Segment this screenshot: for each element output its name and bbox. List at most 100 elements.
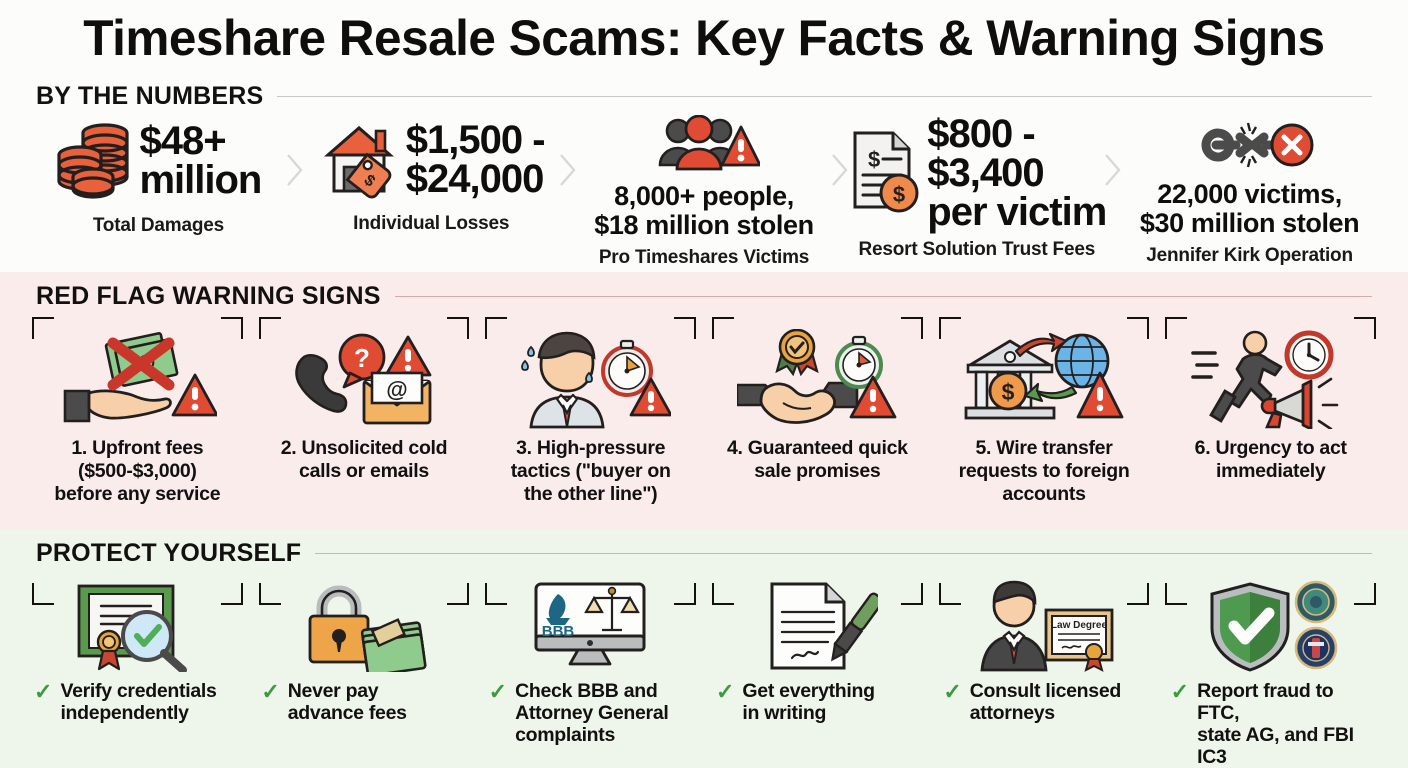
red-flag-heading: RED FLAG WARNING SIGNS	[0, 282, 1408, 311]
check-icon: ✓	[261, 678, 280, 704]
stat-total-damages: $48+ million Total Damages	[22, 115, 303, 237]
protect-tip-text: Report fraud to FTC, state AG, and FBI I…	[1197, 679, 1354, 768]
bracket-top-right	[1354, 317, 1377, 340]
stat-caption: Resort Solution Trust Fees	[858, 239, 1096, 261]
protect-tip-6: ✓ Report fraud to FTC, state AG, and FBI…	[1159, 576, 1386, 768]
protect-tips-row: ✓ Verify credentials independently	[0, 568, 1408, 768]
hand-cash-crossed-icon	[57, 327, 218, 431]
by-the-numbers-label: BY THE NUMBERS	[36, 81, 264, 110]
protect-tip-text: Never pay advance fees	[287, 679, 407, 724]
invoice-dollar-icon: $ $	[847, 127, 921, 220]
red-flag-item-2: ? @ 2. Unsolicited cold calls or emails	[251, 317, 478, 606]
house-price-tag-icon: $	[318, 115, 400, 206]
bracket-top-right	[1127, 317, 1150, 340]
red-flag-item-3: 3. High-pressure tactics ("buyer on the …	[477, 317, 704, 606]
check-icon: ✓	[715, 678, 735, 704]
phone-email-question-icon: ? @	[284, 327, 444, 431]
stats-row: $48+ million Total Damages	[0, 111, 1408, 271]
bracket-top-left	[938, 317, 961, 340]
protect-tip-text: Check BBB and Attorney General complaint…	[515, 679, 669, 746]
bracket-top-right	[900, 317, 923, 340]
bracket-top-right	[674, 317, 697, 340]
bracket-bottom-left	[32, 583, 54, 606]
stressed-salesman-timer-icon	[511, 327, 671, 431]
protect-tip-5: Law Degree ✓ Consult licensed attorneys	[931, 576, 1158, 768]
bracket-bottom-left	[938, 583, 961, 606]
bracket-top-left	[712, 317, 735, 340]
protect-tip-1: ✓ Verify credentials independently	[22, 576, 249, 768]
by-the-numbers-section: BY THE NUMBERS	[0, 75, 1408, 273]
svg-text:Law Degree: Law Degree	[1051, 620, 1108, 631]
shield-check-seals-icon	[1202, 576, 1342, 676]
svg-text:$: $	[893, 182, 905, 207]
heading-rule	[277, 95, 1372, 97]
stat-individual-losses: $ $1,500 - $24,000 Individual Losses	[295, 115, 576, 235]
certificate-magnifier-icon	[71, 576, 201, 676]
heading-rule	[315, 552, 1372, 554]
stat-caption: Total Damages	[92, 214, 224, 236]
svg-text:@: @	[386, 377, 407, 402]
protect-tip-text: Get everything in writing	[742, 679, 875, 724]
title-bar: Timeshare Resale Scams: Key Facts & Warn…	[0, 0, 1408, 76]
monitor-bbb-scales-icon: BBB	[524, 576, 656, 676]
red-flag-text: 4. Guaranteed quick sale promises	[727, 437, 908, 483]
protect-tip-2: ✓ Never pay advance fees	[249, 576, 476, 768]
stat-value: $1,500 - $24,000	[405, 118, 546, 202]
svg-text:BBB: BBB	[542, 623, 575, 640]
protect-tip-3: BBB ✓ Check BBB and Attorney General	[477, 576, 704, 768]
red-flag-item-6: 6. Urgency to act immediately	[1157, 317, 1384, 606]
bracket-bottom-left	[485, 583, 508, 606]
bracket-bottom-right	[447, 583, 470, 606]
red-flag-text: 1. Upfront fees ($500-$3,000) before any…	[54, 437, 221, 505]
check-icon: ✓	[34, 678, 53, 704]
bracket-bottom-left	[712, 583, 735, 606]
stat-jennifer-kirk-operation: 22,000 victims, $30 million stolen Jenni…	[1113, 115, 1386, 267]
stat-pro-timeshares: 8,000+ people, $18 million stolen Pro Ti…	[568, 114, 848, 269]
protect-yourself-section: PROTECT YOURSELF	[0, 528, 1408, 768]
stat-value: 8,000+ people, $18 million stolen	[594, 180, 814, 240]
bracket-top-right	[447, 317, 470, 340]
document-pen-signature-icon	[758, 576, 878, 676]
stat-caption: Jennifer Kirk Operation	[1146, 245, 1353, 267]
bracket-bottom-left	[1165, 583, 1188, 606]
bracket-bottom-right	[220, 583, 243, 606]
broken-chain-x-icon	[1186, 115, 1314, 180]
bracket-top-left	[485, 317, 508, 340]
stat-resort-solution-trust-fees: $ $ $800 - $3,400 per victim	[840, 111, 1121, 262]
svg-text:$: $	[1002, 379, 1015, 405]
svg-text:?: ?	[354, 343, 370, 373]
bracket-bottom-right	[1127, 583, 1150, 606]
running-man-clock-megaphone-icon	[1190, 327, 1351, 431]
stat-value: 22,000 victims, $30 million stolen	[1139, 178, 1360, 238]
svg-text:$: $	[868, 147, 880, 172]
red-flag-text: 6. Urgency to act immediately	[1194, 437, 1347, 483]
bracket-bottom-right	[674, 583, 697, 606]
bank-globe-transfer-icon: $	[964, 327, 1124, 431]
red-flag-warning-signs-section: RED FLAG WARNING SIGNS	[0, 272, 1408, 606]
chevron-right-icon	[831, 153, 849, 187]
heading-rule	[394, 296, 1372, 298]
red-flag-text: 5. Wire transfer requests to foreign acc…	[958, 437, 1130, 505]
stat-caption: Individual Losses	[353, 212, 510, 234]
protect-yourself-heading: PROTECT YOURSELF	[0, 539, 1408, 568]
bracket-bottom-right	[1354, 583, 1377, 606]
chevron-right-icon	[286, 153, 304, 187]
protect-yourself-label: PROTECT YOURSELF	[36, 538, 302, 567]
red-flag-item-1: 1. Upfront fees ($500-$3,000) before any…	[24, 317, 251, 606]
by-the-numbers-heading: BY THE NUMBERS	[0, 82, 1408, 111]
protect-tip-text: Verify credentials independently	[60, 679, 217, 724]
red-flag-text: 2. Unsolicited cold calls or emails	[280, 437, 448, 483]
red-flag-item-5: $ 5. Wir	[931, 317, 1158, 606]
lawyer-law-degree-icon: Law Degree	[974, 576, 1116, 676]
padlock-cash-icon	[298, 576, 428, 676]
red-flags-row: 1. Upfront fees ($500-$3,000) before any…	[0, 311, 1408, 606]
red-flag-item-4: 4. Guaranteed quick sale promises	[704, 317, 931, 606]
protect-tip-4: ✓ Get everything in writing	[704, 576, 931, 768]
coin-stack-icon	[55, 115, 133, 208]
red-flag-text: 3. High-pressure tactics ("buyer on the …	[510, 437, 671, 505]
stat-value: $800 - $3,400 per victim	[927, 111, 1107, 235]
handshake-badge-timer-icon	[737, 327, 897, 431]
chevron-right-icon	[1104, 153, 1122, 187]
protect-tip-text: Consult licensed attorneys	[969, 679, 1122, 724]
